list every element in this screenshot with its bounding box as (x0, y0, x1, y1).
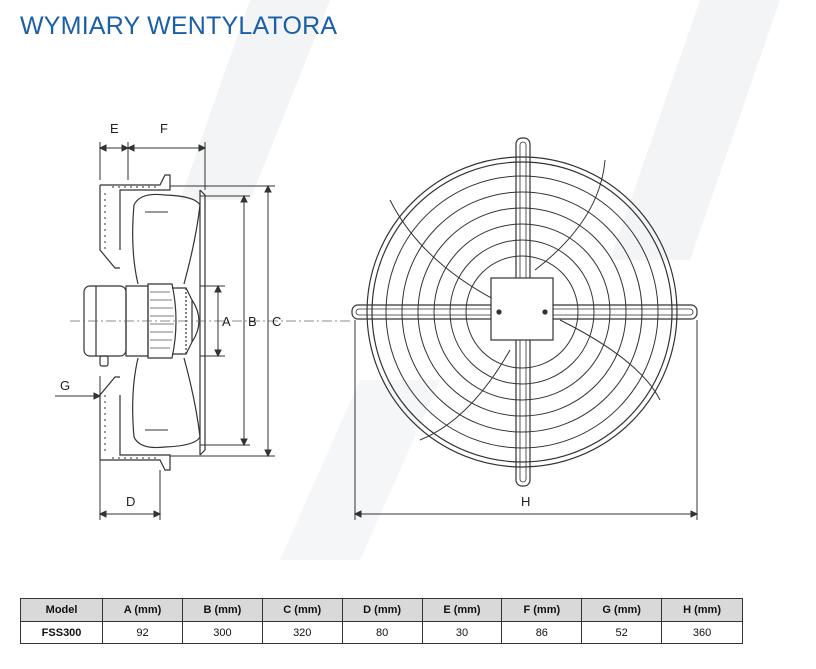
col-header-g: G (mm) (581, 598, 663, 622)
dim-label-h: H (521, 494, 530, 509)
cell-h: 360 (661, 621, 743, 644)
dim-label-e: E (110, 121, 119, 136)
dim-label-g: G (60, 378, 70, 393)
dim-label-a: A (222, 314, 231, 329)
dimensions-table: Model A (mm) B (mm) C (mm) D (mm) E (mm)… (19, 598, 743, 644)
col-header-h: H (mm) (661, 598, 743, 622)
col-header-e: E (mm) (421, 598, 503, 622)
page-title: WYMIARY WENTYLATORA (20, 12, 338, 40)
fan-dimension-drawing: E F A B C G D H (55, 121, 699, 520)
table-row: FSS300 92 300 320 80 30 86 52 360 (19, 621, 743, 644)
front-view (351, 137, 698, 487)
table-header-row: Model A (mm) B (mm) C (mm) D (mm) E (mm)… (19, 598, 743, 622)
col-header-f: F (mm) (501, 598, 583, 622)
dim-label-b: B (248, 314, 257, 329)
side-view (83, 174, 206, 471)
cell-e: 30 (421, 621, 503, 644)
col-header-d: D (mm) (341, 598, 423, 622)
cell-a: 92 (102, 621, 183, 644)
side-dimension-lines (55, 142, 275, 520)
col-header-c: C (mm) (261, 598, 343, 622)
cell-d: 80 (341, 621, 423, 644)
dim-label-d: D (126, 494, 135, 509)
cell-b: 300 (181, 621, 263, 644)
cell-model: FSS300 (19, 621, 104, 644)
cell-c: 320 (261, 621, 343, 644)
col-header-model: Model (19, 598, 104, 622)
cell-g: 52 (581, 621, 663, 644)
col-header-a: A (mm) (102, 598, 183, 622)
dim-label-f: F (160, 121, 168, 136)
cell-f: 86 (501, 621, 583, 644)
front-dimension-lines (353, 320, 699, 520)
dim-label-c: C (272, 314, 281, 329)
col-header-b: B (mm) (181, 598, 263, 622)
